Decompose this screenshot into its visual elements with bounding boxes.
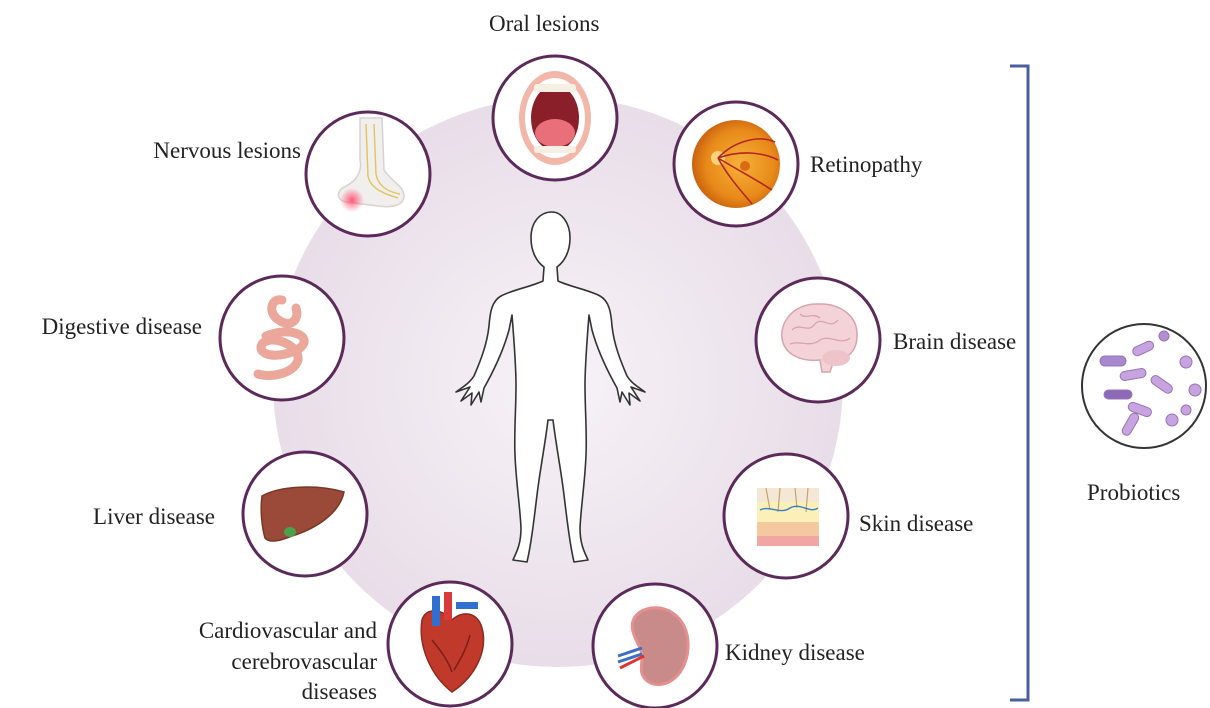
label-digestive-disease: Digestive disease <box>42 313 202 340</box>
label-cardio-line2: cerebrovascular <box>231 648 377 675</box>
label-oral-lesions: Oral lesions <box>489 10 600 37</box>
label-liver-disease: Liver disease <box>93 503 215 530</box>
eye-retina-icon <box>692 120 780 208</box>
label-skin-disease: Skin disease <box>859 510 973 537</box>
mouth-icon <box>519 71 591 165</box>
bracket <box>1010 66 1028 700</box>
label-cardio-line3: diseases <box>302 678 377 705</box>
skin-layers-icon <box>757 488 819 546</box>
label-brain-disease: Brain disease <box>893 328 1016 355</box>
label-kidney-disease: Kidney disease <box>725 639 865 666</box>
label-probiotics: Probiotics <box>1087 479 1180 506</box>
label-retinopathy: Retinopathy <box>810 151 922 178</box>
label-nervous-lesions: Nervous lesions <box>153 137 301 164</box>
label-cardio-line1: Cardiovascular and <box>199 617 377 644</box>
